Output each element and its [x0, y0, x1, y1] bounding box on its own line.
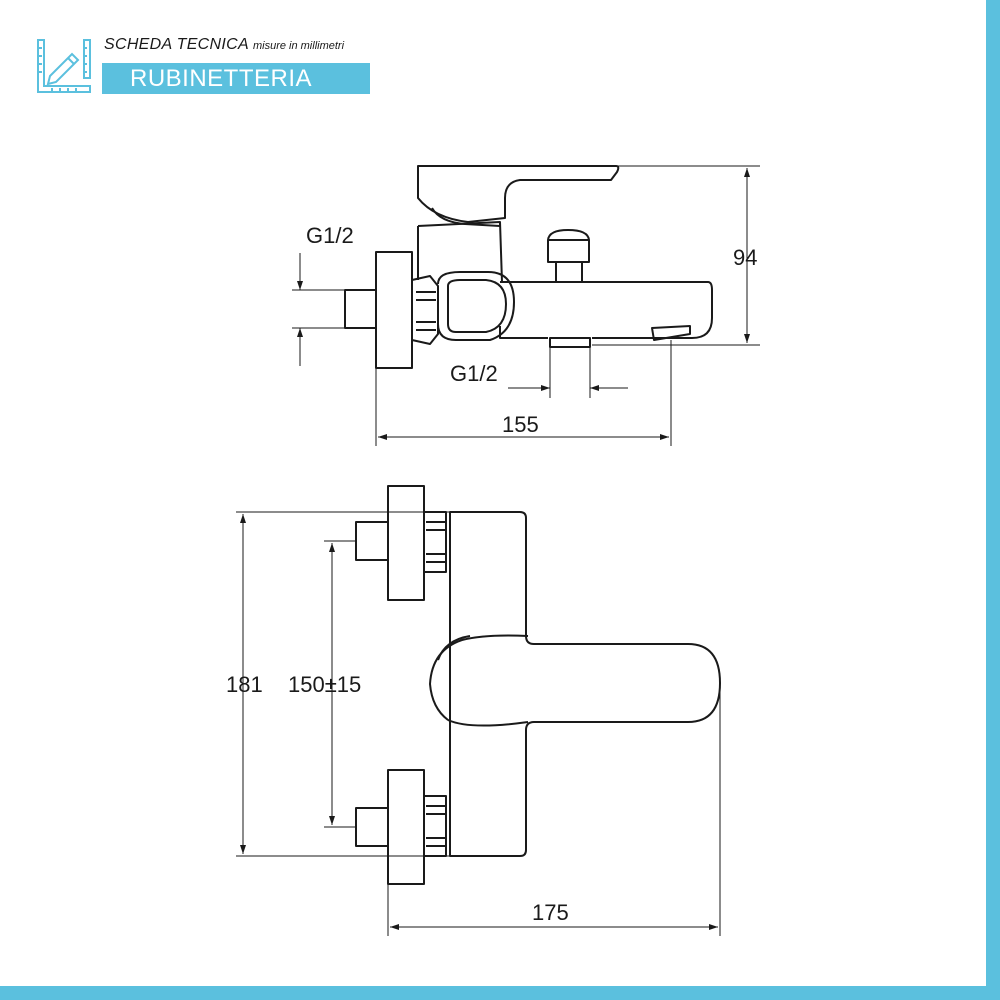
- ruler-pencil-icon: [37, 39, 91, 93]
- top-view: 181 150±15 175: [226, 485, 721, 936]
- side-view: G1/2 94 G1/2 155: [292, 165, 760, 446]
- side-depth-label: 155: [502, 412, 539, 437]
- top-overall-height-label: 181: [226, 672, 263, 697]
- faucet-side-outline: [344, 165, 713, 369]
- header-subtitle: misure in millimetri: [252, 40, 345, 52]
- faucet-top-outline: [355, 485, 721, 885]
- side-inlet-thread-label: G1/2: [306, 223, 354, 248]
- side-outlet-thread-label: G1/2: [450, 361, 498, 386]
- top-view-dimensions: [236, 511, 721, 936]
- top-center-distance-label: 150±15: [288, 672, 361, 697]
- category-badge: RUBINETTERIA: [102, 63, 370, 94]
- top-width-label: 175: [532, 900, 569, 925]
- side-height-label: 94: [733, 245, 757, 270]
- side-view-dimensions: [292, 165, 760, 446]
- header-title: SCHEDA TECNICA: [104, 36, 249, 53]
